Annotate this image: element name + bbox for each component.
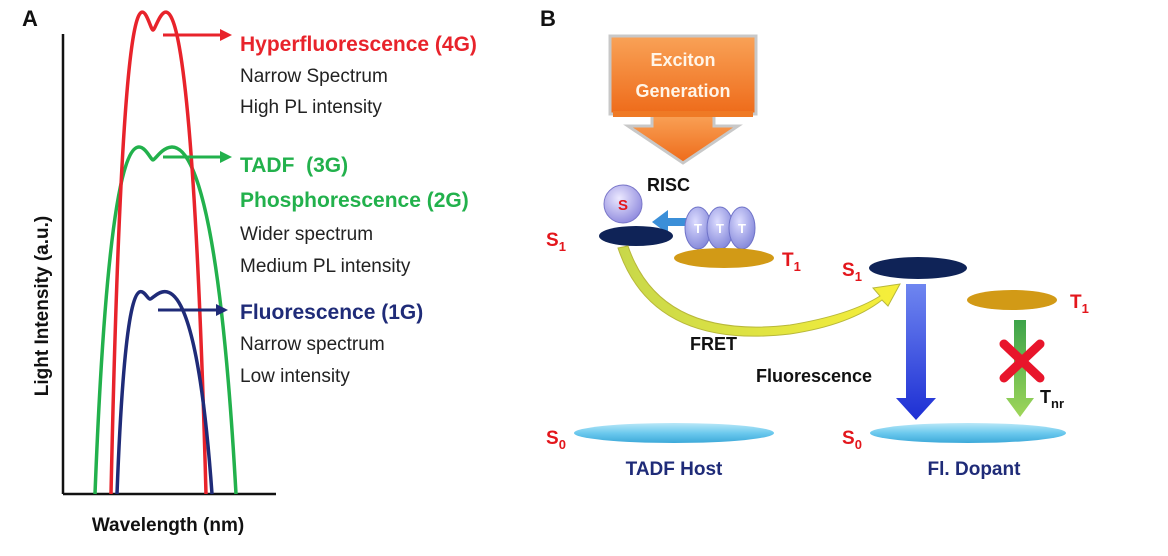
tadf-host-label: TADF Host [626, 459, 723, 480]
risc-label: RISC [647, 175, 690, 195]
host-s0-label: S0 [546, 428, 566, 452]
host-t1-label: T1 [782, 250, 801, 274]
hyperfluorescence-curve [109, 10, 208, 495]
tadf-title: TADF (3G) [240, 154, 348, 177]
dopant-s0-label: S0 [842, 428, 862, 452]
dopant-s0-level [870, 423, 1066, 443]
fluorescence-line-1: Narrow spectrum [240, 334, 385, 355]
singlet-exciton-sphere [603, 184, 643, 224]
fluorescence-title: Fluorescence (1G) [240, 301, 423, 324]
tnr-label: Tnr [1040, 387, 1064, 411]
triplet-letter-3: T [738, 221, 746, 236]
phosphorescence-title: Phosphorescence (2G) [240, 189, 469, 212]
hyperfluorescence-title: Hyperfluorescence (4G) [240, 33, 477, 56]
host-s1-label: S1 [546, 230, 566, 254]
tadf-line-1: Wider spectrum [240, 224, 373, 245]
hyperfluorescence-pointer-arrow [163, 29, 232, 41]
fret-arrow [617, 245, 901, 337]
host-s0-level [574, 423, 774, 443]
blocked-cross-icon [999, 339, 1045, 383]
dopant-s1-label: S1 [842, 260, 862, 284]
fret-label: FRET [690, 334, 737, 354]
risc-arrow [652, 210, 692, 234]
triplet-exciton-spheres [684, 206, 756, 250]
dopant-s1-level [869, 257, 967, 279]
host-t1-level [674, 248, 774, 268]
hyperfluorescence-line-2: High PL intensity [240, 97, 382, 118]
fluorescence-line-2: Low intensity [240, 366, 350, 387]
triplet-letter-1: T [694, 221, 702, 236]
y-axis-label: Light Intensity (a.u.) [32, 216, 53, 397]
tadf-pointer-arrow [163, 151, 232, 163]
fluorescence-arrow [896, 284, 936, 420]
fl-dopant-label: Fl. Dopant [928, 459, 1022, 480]
exciton-generation-arrow [608, 34, 758, 165]
triplet-letter-2: T [716, 221, 724, 236]
x-axis-label: Wavelength (nm) [92, 515, 244, 536]
dopant-t1-level [967, 290, 1057, 310]
tadf-phosphorescence-curve [93, 145, 238, 495]
exciton-label-line-1: Exciton [650, 50, 715, 70]
tadf-line-2: Medium PL intensity [240, 256, 411, 277]
exciton-label-line-2: Generation [635, 81, 730, 101]
dopant-t1-label: T1 [1070, 292, 1089, 316]
singlet-exciton-letter: S [618, 197, 628, 214]
fluorescence-pointer-arrow [158, 304, 228, 316]
hyperfluorescence-line-1: Narrow Spectrum [240, 66, 388, 87]
host-s1-level [599, 226, 673, 246]
fluorescence-curve [115, 289, 214, 495]
panel-b-label: B [540, 6, 556, 31]
panel-a-label: A [22, 6, 38, 31]
fluorescence-process-label: Fluorescence [756, 366, 872, 386]
